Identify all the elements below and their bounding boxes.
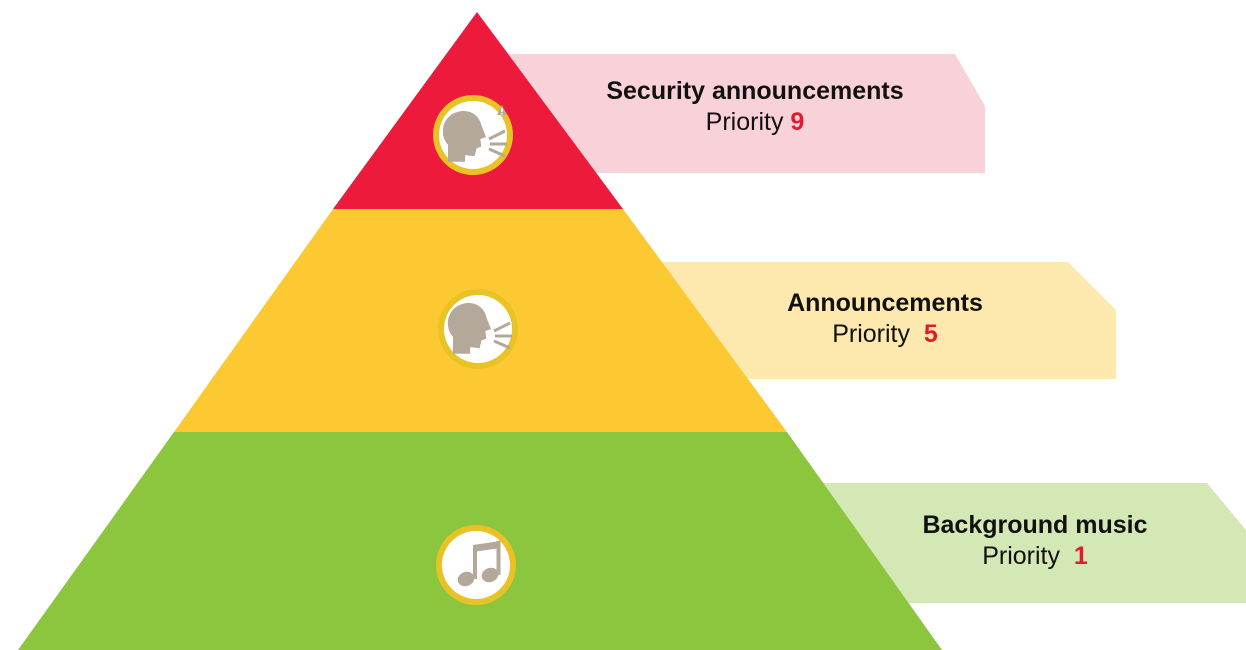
priority-line-background-music: Priority 1	[845, 541, 1225, 572]
tier-title-security: Security announcements	[606, 77, 904, 105]
priority-line-security: Priority 9	[540, 107, 970, 138]
tier-title-background-music: Background music	[922, 511, 1148, 539]
tier-label-background-music: Background music Priority 1	[845, 510, 1225, 572]
speaking-head-icon	[438, 289, 518, 369]
tier-title-announcements: Announcements	[787, 289, 983, 317]
priority-value-announcements: 5	[923, 320, 938, 348]
tier-label-announcements: Announcements Priority 5	[690, 288, 1080, 350]
priority-label-announcements: Priority	[832, 320, 910, 348]
speaking-head-warning-icon	[433, 95, 513, 175]
tier-label-security: Security announcements Priority 9	[540, 76, 970, 138]
priority-label-background-music: Priority	[982, 542, 1060, 570]
callout-box-security	[478, 54, 985, 173]
priority-line-announcements: Priority 5	[690, 319, 1080, 350]
priority-value-security: 9	[790, 108, 805, 136]
callout-box-background-music	[800, 483, 1246, 603]
callout-box-announcements	[640, 262, 1116, 379]
priority-value-background-music: 1	[1073, 542, 1088, 570]
priority-label-security: Priority	[705, 108, 784, 136]
music-note-icon	[436, 525, 516, 605]
